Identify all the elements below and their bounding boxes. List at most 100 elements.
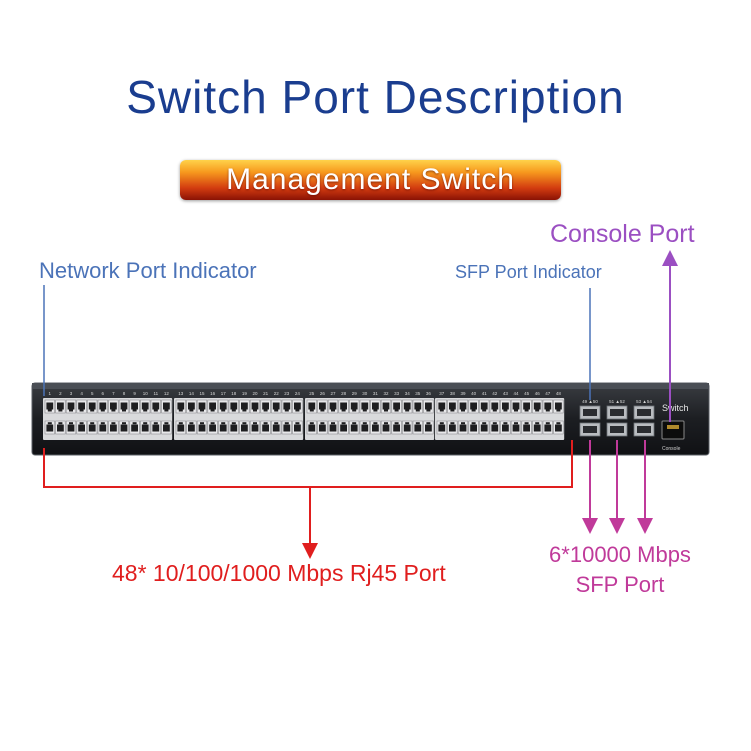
port-number-label: 17 xyxy=(221,391,227,396)
rj45-port-latch xyxy=(320,409,325,412)
rj45-port-latch xyxy=(189,422,194,425)
rj45-port-socket xyxy=(272,424,280,432)
port-number-label: 30 xyxy=(362,391,368,396)
port-number-label: 26 xyxy=(320,391,326,396)
rj45-port-label: 48* 10/100/1000 Mbps Rj45 Port xyxy=(112,560,446,586)
rj45-port-latch xyxy=(482,409,487,412)
rj45-port-latch xyxy=(132,409,137,412)
rj45-port-latch xyxy=(111,422,116,425)
rj45-port-socket xyxy=(403,424,411,432)
rj45-port-socket xyxy=(350,402,358,410)
port-number-label: 1 xyxy=(49,391,52,396)
rj45-port-socket xyxy=(219,402,227,410)
rj45-port-latch xyxy=(253,409,257,412)
rj45-port-socket xyxy=(78,424,85,432)
rj45-port-latch xyxy=(189,409,194,412)
rj45-port-socket xyxy=(555,402,562,410)
rj45-port-latch xyxy=(362,409,367,412)
rj45-port-socket xyxy=(555,424,562,432)
rj45-port-latch xyxy=(535,422,540,425)
rj45-port-socket xyxy=(308,402,316,410)
rj45-port-latch xyxy=(100,422,105,425)
port-number-label: 40 xyxy=(471,391,477,396)
rj45-port-latch xyxy=(284,409,289,412)
rj45-port-socket xyxy=(470,402,477,410)
port-number-label: 32 xyxy=(383,391,389,396)
rj45-port-latch xyxy=(545,409,550,412)
port-number-label: 37 xyxy=(439,391,445,396)
sfp-port-label: 6*10000 Mbps SFP Port xyxy=(530,540,710,600)
rj45-port-socket xyxy=(480,424,488,432)
rj45-port-socket xyxy=(308,424,316,432)
rj45-port-latch xyxy=(524,422,529,425)
rj45-port-latch xyxy=(47,409,52,412)
rj45-port-socket xyxy=(533,402,541,410)
rj45-port-socket xyxy=(219,424,227,432)
rj45-port-latch xyxy=(352,422,357,425)
rj45-port-socket xyxy=(272,402,280,410)
port-number-label: 11 xyxy=(153,391,158,396)
rj45-port-latch xyxy=(132,422,137,425)
rj45-port-socket xyxy=(361,424,369,432)
sfp-port-label-line1: 6*10000 Mbps xyxy=(549,542,691,567)
sfp-port-indicator-label: SFP Port Indicator xyxy=(455,262,602,282)
port-number-label: 43 xyxy=(503,391,509,396)
rj45-port-latch xyxy=(90,422,95,425)
rj45-port-latch xyxy=(143,422,148,425)
console-port[interactable] xyxy=(661,420,685,440)
rj45-port-socket xyxy=(209,424,216,432)
rj45-port-socket xyxy=(523,402,530,410)
rj45-port-latch xyxy=(320,422,325,425)
rj45-port-socket xyxy=(57,402,64,410)
rj45-port-latch xyxy=(79,409,84,412)
port-number-label: 24 xyxy=(295,391,301,396)
port-number-label: 48 xyxy=(556,391,562,396)
rj45-port-latch xyxy=(58,409,63,412)
rj45-port-latch xyxy=(461,422,465,425)
sfp-slot xyxy=(637,409,651,416)
rj45-port-socket xyxy=(67,402,75,410)
management-switch-banner: Management Switch xyxy=(180,160,561,200)
rj45-port-socket xyxy=(340,402,347,410)
rj45-port-latch xyxy=(373,409,378,412)
rj45-port-latch xyxy=(514,422,518,425)
rj45-port-latch xyxy=(210,409,215,412)
port-number-label: 34 xyxy=(405,391,411,396)
rj45-port-socket xyxy=(544,424,552,432)
rj45-port-socket xyxy=(177,402,185,410)
port-number-label: 38 xyxy=(450,391,456,396)
rj45-port-socket xyxy=(67,424,75,432)
rj45-port-socket xyxy=(470,424,477,432)
rj45-port-latch xyxy=(394,422,399,425)
rj45-port-latch xyxy=(439,409,444,412)
port-number-label: 47 xyxy=(545,391,551,396)
rj45-port-socket xyxy=(198,424,206,432)
port-number-label: 16 xyxy=(210,391,216,396)
rj45-port-latch xyxy=(341,409,346,412)
port-number-label: 18 xyxy=(231,391,237,396)
rj45-port-socket xyxy=(251,402,259,410)
rj45-port-socket xyxy=(491,402,499,410)
rj45-port-socket xyxy=(544,402,552,410)
rj45-port-latch xyxy=(426,409,431,412)
rj45-port-latch xyxy=(90,409,95,412)
port-number-label: 12 xyxy=(164,391,170,396)
rj45-port-latch xyxy=(503,422,508,425)
rj45-port-latch xyxy=(503,409,508,412)
port-number-label: 6 xyxy=(102,391,105,396)
rj45-port-socket xyxy=(393,424,400,432)
rj45-port-socket xyxy=(262,402,269,410)
port-number-label: 46 xyxy=(535,391,541,396)
rj45-port-socket xyxy=(198,402,206,410)
rj45-port-latch xyxy=(242,422,247,425)
port-number-label: 4 xyxy=(80,391,83,396)
rj45-port-socket xyxy=(57,424,64,432)
rj45-port-latch xyxy=(263,409,268,412)
rj45-port-socket xyxy=(372,402,379,410)
rj45-port-latch xyxy=(471,422,476,425)
rj45-port-socket xyxy=(414,424,422,432)
rj45-port-socket xyxy=(403,402,411,410)
rj45-port-latch xyxy=(231,409,236,412)
rj45-port-latch xyxy=(221,422,226,425)
sfp-slot xyxy=(583,409,597,416)
